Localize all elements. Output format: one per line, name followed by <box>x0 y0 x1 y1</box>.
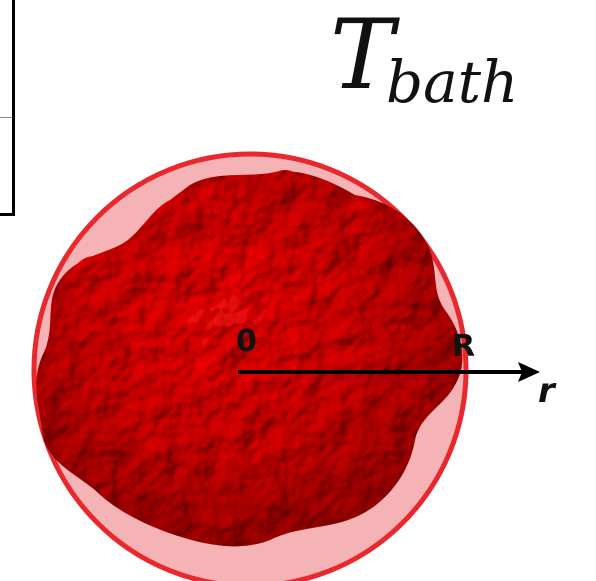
radius-arrow-head <box>518 362 540 382</box>
origin-label: 0 <box>236 324 257 359</box>
title-subscript: bath <box>386 48 519 116</box>
protein-surface <box>36 170 463 547</box>
cropped-frame-rule <box>0 117 12 118</box>
radius-label: R <box>452 329 475 364</box>
title-main: T <box>330 0 395 111</box>
axis-r-label: r <box>538 371 557 411</box>
cropped-frame-box <box>0 0 15 216</box>
bath-temperature-title: Tbath <box>330 0 518 116</box>
